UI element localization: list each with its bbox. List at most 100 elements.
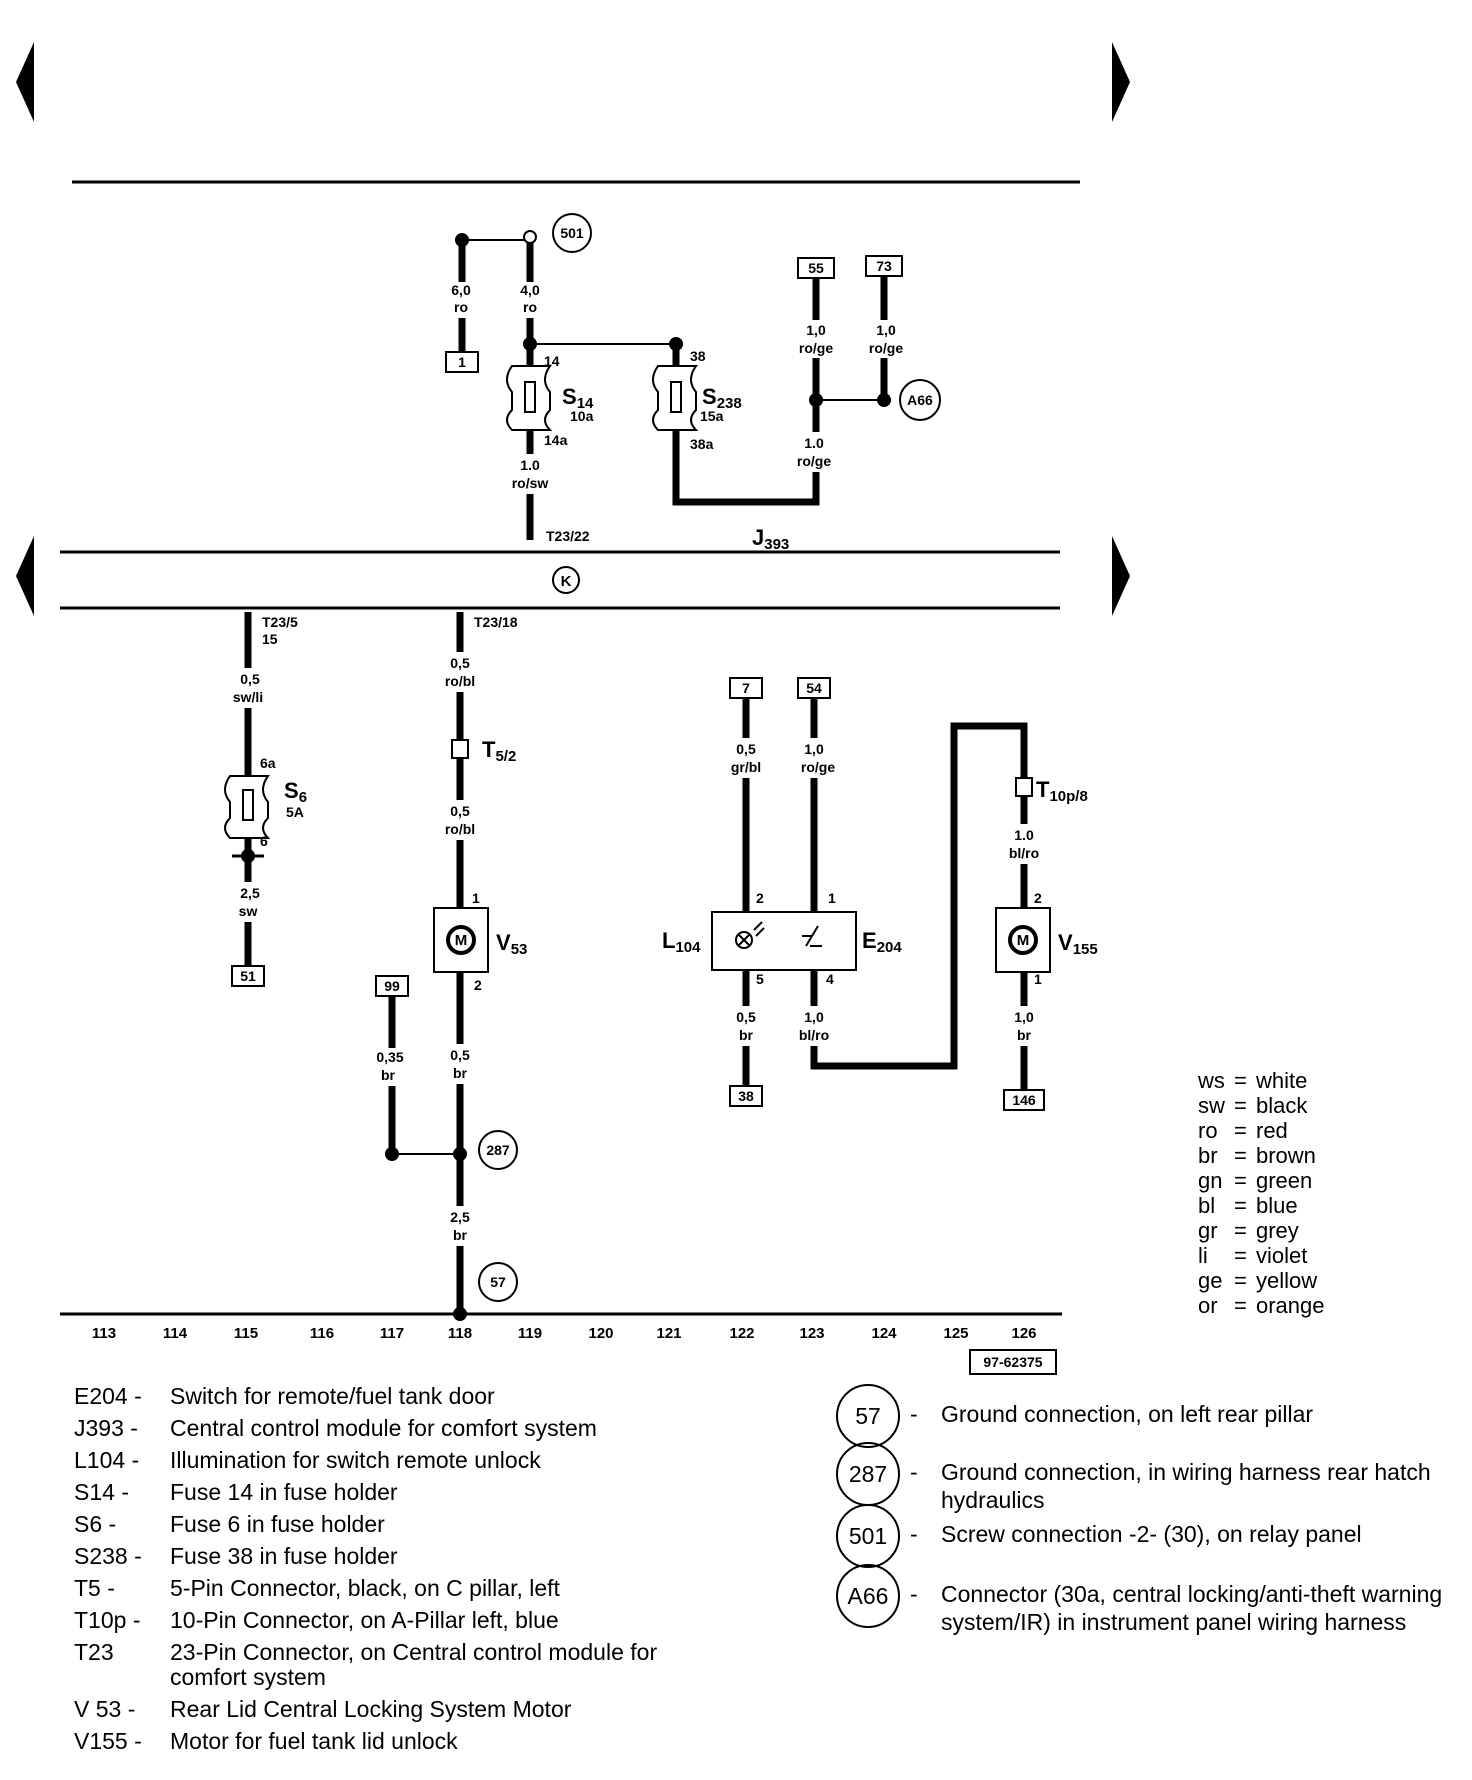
legend-code: T10p - [74, 1607, 141, 1633]
pin-t23-22: T23/22 [546, 528, 590, 544]
legend-row: L104 -Illumination for switch remote unl… [74, 1448, 774, 1473]
track-number: 125 [943, 1325, 968, 1342]
track-number: 121 [656, 1325, 681, 1342]
track-number: 116 [310, 1325, 334, 1342]
e204-pin-bot: 4 [826, 971, 834, 987]
page-prev-arrow-mid-icon[interactable] [16, 536, 34, 616]
box-146 [1003, 1089, 1045, 1111]
box-1 [445, 351, 479, 373]
wire-label-size: 6,0 [451, 282, 471, 298]
wire-label-size: 0,5 [736, 1009, 756, 1025]
legend-desc: Motor for fuel tank lid unlock [170, 1728, 458, 1754]
wire-label-color: ro/ge [797, 453, 831, 469]
legend-desc: Rear Lid Central Locking System Motor [170, 1696, 572, 1722]
k-symbol-letter: K [561, 573, 572, 590]
legend-desc: Fuse 38 in fuse holder [170, 1543, 398, 1569]
color-name: grey [1256, 1218, 1299, 1243]
fuse-s14 [506, 365, 553, 431]
color-name: red [1256, 1118, 1288, 1143]
ground-dash: - [910, 1521, 918, 1547]
color-name: green [1256, 1168, 1313, 1193]
wire-label-size: 1.0 [1014, 827, 1034, 843]
legend-row: S14 -Fuse 14 in fuse holder [74, 1480, 774, 1505]
wire-label-color: ro/ge [799, 340, 833, 356]
color-name: orange [1256, 1293, 1325, 1318]
circle-57-text: 57 [490, 1274, 506, 1290]
wire-label-color: bl/ro [799, 1027, 829, 1043]
box-55-text: 55 [808, 260, 824, 276]
color-name: brown [1256, 1143, 1316, 1168]
legend-row: T10p -10-Pin Connector, on A-Pillar left… [74, 1608, 774, 1633]
equals-sign: = [1234, 1243, 1247, 1268]
box-1-text: 1 [458, 354, 466, 370]
box-99-text: 99 [384, 978, 400, 994]
wire-label-size: 1.0 [804, 435, 824, 451]
circle-a66-text: A66 [907, 392, 933, 408]
figure-id: 97-62375 [983, 1354, 1042, 1370]
color-code: ge [1198, 1268, 1223, 1293]
track-number: 118 [448, 1325, 472, 1342]
legend-desc: Switch for remote/fuel tank door [170, 1383, 495, 1409]
track-number: 126 [1011, 1325, 1036, 1342]
page-prev-arrow-top-icon[interactable] [16, 42, 34, 122]
v155-pin1: 2 [1034, 890, 1042, 906]
box-73-text: 73 [876, 258, 892, 274]
wire-label-color: br [381, 1067, 396, 1083]
legend-code: V 53 - [74, 1696, 136, 1722]
color-key-row: or=orange [1198, 1293, 1325, 1318]
wire-label-size: 2,5 [240, 885, 260, 901]
legend-code: S14 - [74, 1479, 129, 1505]
wire-label-color: ro/bl [445, 673, 475, 689]
track-number: 120 [588, 1325, 613, 1342]
l104-pin-bot: 5 [756, 971, 764, 987]
page-next-arrow-top-icon[interactable] [1112, 42, 1130, 122]
color-code: sw [1198, 1093, 1225, 1118]
color-key-row: sw=black [1198, 1093, 1325, 1118]
page-next-arrow-mid-icon[interactable] [1112, 536, 1130, 616]
color-name: black [1256, 1093, 1308, 1118]
motor-icon [1008, 925, 1038, 955]
track-number: 119 [518, 1325, 542, 1342]
color-name: white [1256, 1068, 1308, 1093]
ground-dash: - [910, 1401, 918, 1427]
legend-desc: 5-Pin Connector, black, on C pillar, lef… [170, 1575, 560, 1601]
v53-pin1: 1 [472, 890, 480, 906]
s238-rating: 15a [700, 408, 724, 424]
wire-label-color: ro [454, 299, 468, 315]
legend-row: V 53 - Rear Lid Central Locking System Mo… [74, 1697, 774, 1722]
box-54 [797, 677, 831, 699]
color-code: ro [1198, 1118, 1218, 1143]
wire-label-size: 1.0 [520, 457, 540, 473]
k-symbol [552, 566, 580, 594]
ground-legend: 57-Ground connection, on left rear pilla… [836, 1384, 1456, 1684]
equals-sign: = [1234, 1118, 1247, 1143]
legend-row: E204 -Switch for remote/fuel tank door [74, 1384, 774, 1409]
wire-label-color: sw [239, 903, 258, 919]
l104-label: L104 [662, 928, 701, 956]
legend-code: S238 - [74, 1543, 142, 1569]
legend-code: T23 [74, 1639, 114, 1665]
wire-label-size: 1,0 [804, 741, 824, 757]
color-code: br [1198, 1143, 1218, 1168]
pin-t23-5: T23/5 [262, 614, 298, 630]
ground-id-circle: A66 [836, 1564, 900, 1628]
color-key-row: gr=grey [1198, 1218, 1325, 1243]
legend-code: S6 - [74, 1511, 117, 1537]
circle-501 [552, 213, 592, 253]
legend-desc: Illumination for switch remote unlock [170, 1447, 541, 1473]
box-73 [865, 255, 903, 277]
circle-287-text: 287 [486, 1142, 510, 1158]
junction-dot [385, 1147, 399, 1161]
wire-label-color: br [453, 1227, 468, 1243]
legend-code: V155 - [74, 1728, 142, 1754]
wire-label-size: 0,5 [450, 1047, 470, 1063]
legend-code: T5 - [74, 1575, 115, 1601]
v155-pin2: 1 [1034, 971, 1042, 987]
wire-label-color: ro/sw [512, 475, 549, 491]
lamp-icon-cross [737, 921, 765, 947]
color-key-row: ge=yellow [1198, 1268, 1325, 1293]
track-number: 117 [380, 1325, 404, 1342]
track-number: 124 [871, 1325, 897, 1342]
t5-label: T5/2 [482, 737, 516, 765]
